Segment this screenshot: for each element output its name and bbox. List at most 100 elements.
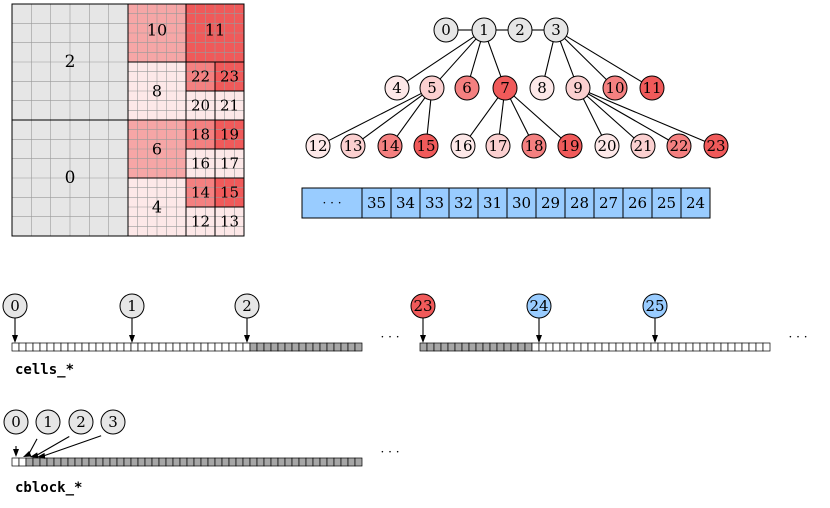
cells-ellipsis-mid: · · · [380, 330, 399, 344]
tree-node-11-circle [639, 75, 665, 101]
cells-arrowhead-24 [536, 335, 542, 343]
cells-node-1-label: 1 [127, 297, 137, 315]
tree-node-1-label: 1 [479, 21, 489, 39]
quad-label-15: 15 [220, 184, 239, 202]
cblock-strip-cell [53, 457, 62, 467]
tree-node-4-label: 4 [392, 79, 402, 97]
tree-edges [328, 29, 706, 142]
cells-strip-right-cell [706, 342, 715, 352]
cells-strip-left-cell [46, 342, 55, 352]
cblock-strip-cell [18, 457, 27, 467]
quad-block-4 [127, 177, 187, 237]
quad-block-10 [127, 3, 187, 63]
quad-label-19: 19 [220, 126, 239, 144]
quad-label-22: 22 [191, 68, 210, 86]
quad-block-20 [185, 90, 216, 121]
cblock-strip-cell [165, 457, 174, 467]
quad-block-12-fill [186, 207, 215, 236]
cblock-arrowhead-0 [13, 449, 19, 457]
quad-label-11: 11 [205, 21, 225, 40]
tree-node-3-label: 3 [551, 21, 561, 39]
tree-edge [426, 99, 432, 135]
tree-node-23-label: 23 [706, 137, 725, 155]
cells-strip-left-cell [298, 342, 307, 352]
cells-strip-left-cell [39, 342, 48, 352]
cells-strip-right-cell [580, 342, 589, 352]
cells-node-2-circle [234, 293, 260, 319]
cells-strip-left-cell [60, 342, 69, 352]
cells-strip-left-cell [116, 342, 125, 352]
quad-label-18: 18 [191, 126, 210, 144]
quad-label-2: 2 [65, 52, 76, 72]
cells-strip-left-cell [67, 342, 76, 352]
cells-strip-left-cell [186, 342, 195, 352]
quad-block-17 [214, 148, 245, 179]
cells-strip-left-cell [18, 342, 27, 352]
cells-strip-left-cell [291, 342, 300, 352]
cells-strip-left-cell [109, 342, 118, 352]
cblock-strip-cell [221, 457, 230, 467]
tree-edge [559, 41, 575, 77]
cblock-strip-cell [186, 457, 195, 467]
tree-node-1-circle [471, 17, 497, 43]
quad-label-10: 10 [147, 21, 167, 40]
cells-strip-left-cell [326, 342, 335, 352]
cells-strip-right-cell [510, 342, 519, 352]
stack-cell-35: 35 [367, 194, 386, 212]
quad-block-14-fill [186, 178, 215, 207]
cells-strip-left-cell [277, 342, 286, 352]
tree-node-10-circle [602, 75, 628, 101]
tree-node-17-label: 17 [488, 137, 507, 155]
cblock-node-2-circle [68, 409, 94, 435]
tree-node-8-circle [529, 75, 555, 101]
tree-node-3-circle [543, 17, 569, 43]
quad-block-22-fill [186, 62, 215, 91]
cells-strip-left-cell [172, 342, 181, 352]
quad-label-6: 6 [152, 140, 162, 159]
quad-block-12 [185, 206, 216, 237]
stack-cell-29: 29 [541, 194, 560, 212]
cblock-array-label: cblock_* [15, 480, 82, 496]
cblock-strip-cell [319, 457, 328, 467]
tree-edge [487, 41, 502, 77]
cblock-strip-cell [137, 457, 146, 467]
cblock-strip-cell [88, 457, 97, 467]
cells-strip-left-cell [312, 342, 321, 352]
cells-strip-left-cell [144, 342, 153, 352]
cells-strip-left-cell [284, 342, 293, 352]
tree-node-16-label: 16 [453, 137, 472, 155]
cblock-strip-cell [130, 457, 139, 467]
cblock-strip-cell [263, 457, 272, 467]
stack-box [301, 187, 711, 219]
tree-node-21-label: 21 [633, 137, 652, 155]
cells-strip-left-cell [179, 342, 188, 352]
cells-strip-right-cell [650, 342, 659, 352]
cells-strip-right-cell [636, 342, 645, 352]
cells-strip-right-cell [433, 342, 442, 352]
cells-strip-right-cell [741, 342, 750, 352]
tree-edge [565, 35, 643, 83]
cblock-strip-cell [235, 457, 244, 467]
cells-node-25-label: 25 [645, 297, 664, 315]
cblock-strip-cell [60, 457, 69, 467]
cblock-node-1-circle [35, 409, 61, 435]
cells-strip-left-cell [165, 342, 174, 352]
cblock-node-1-label: 1 [43, 413, 53, 431]
tree-node-5-label: 5 [427, 79, 437, 97]
quad-label-0: 0 [65, 168, 76, 188]
tree-node-13-circle [340, 133, 366, 159]
cblock-strip-cell [11, 457, 20, 467]
cblock-strip-cell [256, 457, 265, 467]
tree-node-22-circle [666, 133, 692, 159]
tree-edge [469, 97, 499, 137]
cblock-strip-cell [207, 457, 216, 467]
cells-node-2-label: 2 [242, 297, 252, 315]
stack-cell-25: 25 [657, 194, 676, 212]
cells-strip-right-cell [594, 342, 603, 352]
tree-edge [469, 41, 482, 77]
cblock-node-0-circle [3, 409, 29, 435]
cells-arrowhead-2 [244, 335, 250, 343]
cells-strip-right-cell [622, 342, 631, 352]
